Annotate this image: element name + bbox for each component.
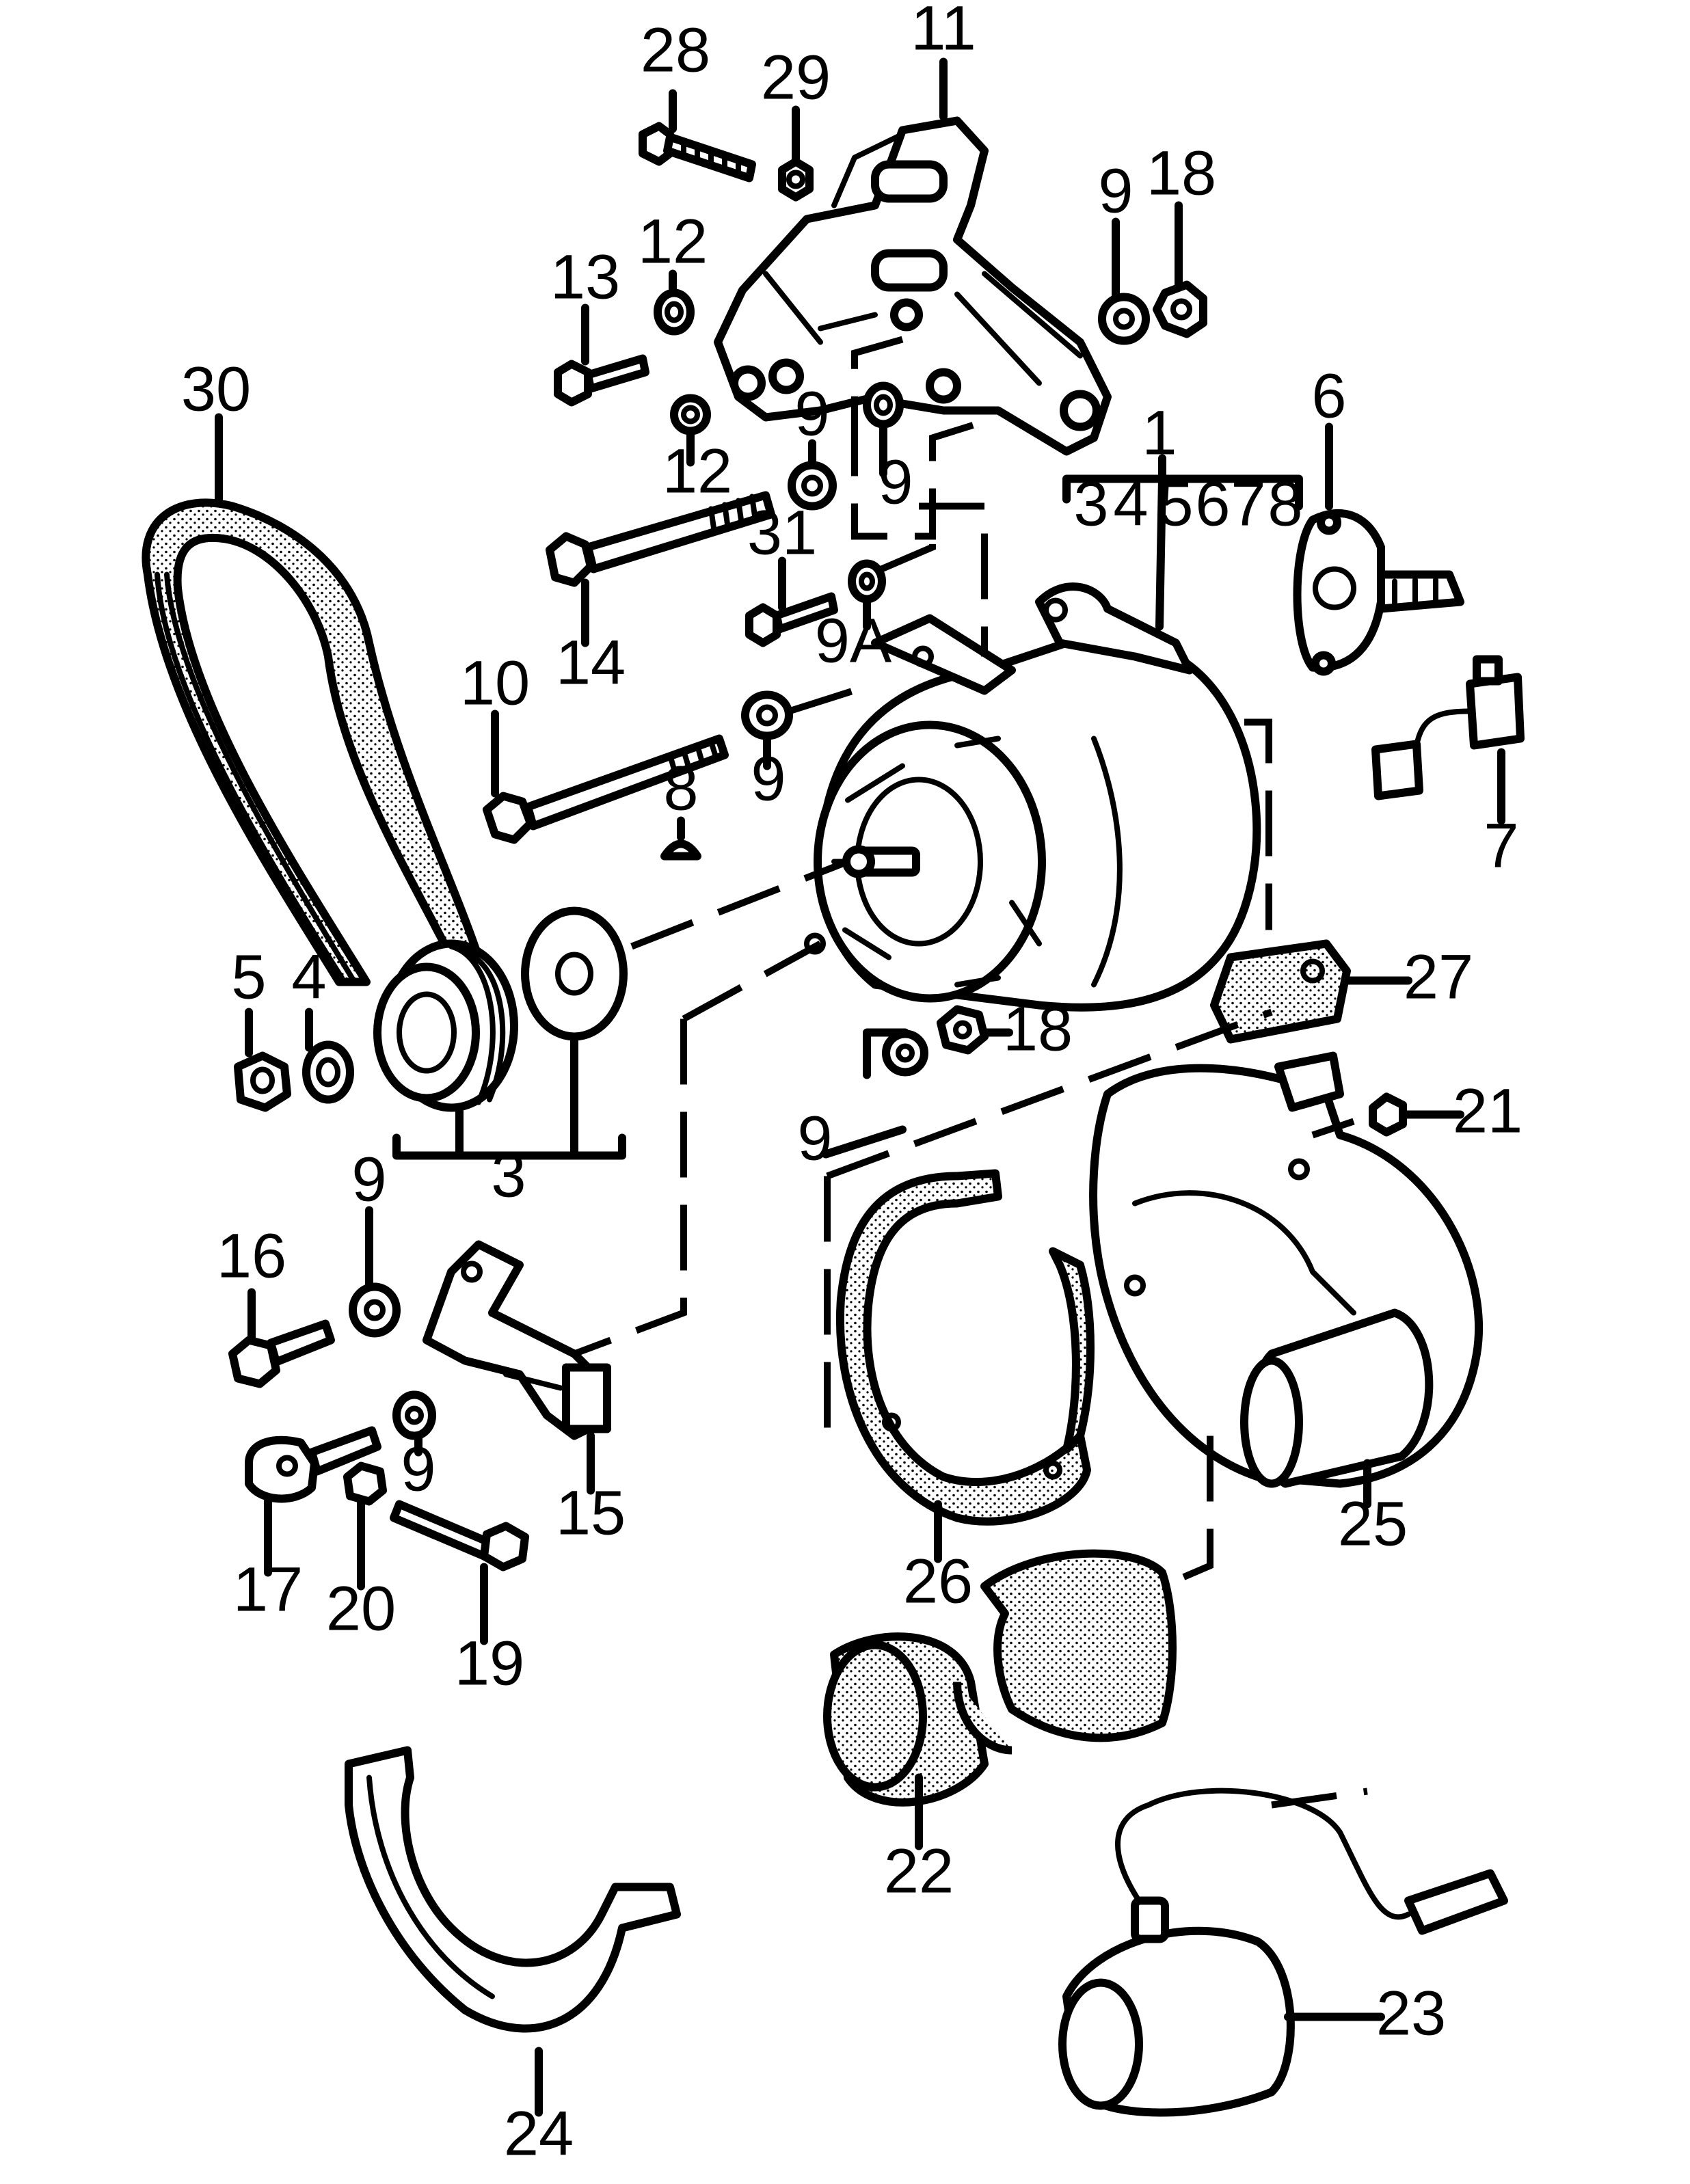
callout-9-top: 9 xyxy=(1098,157,1133,226)
pulley-3-part xyxy=(373,939,518,1112)
callout-27: 27 xyxy=(1404,943,1473,1012)
washer-9-mid-part xyxy=(741,690,793,740)
callout-14: 14 xyxy=(556,628,626,698)
callout-16: 16 xyxy=(217,1222,286,1291)
callout-12-bottom: 12 xyxy=(662,437,732,507)
callout-9-g: 9 xyxy=(401,1435,435,1505)
washer-12-part xyxy=(654,288,904,511)
bolt-14-part xyxy=(546,491,775,587)
bolt-19-part xyxy=(390,1500,529,1572)
callout-17: 17 xyxy=(233,1555,303,1625)
bolt-31-part xyxy=(745,592,838,647)
callout-labels: 28 29 11 9 18 13 12 12 9 9 30 14 31 9A 1… xyxy=(181,0,1523,2169)
washer-4-part xyxy=(302,1040,354,1104)
leader-lines xyxy=(215,57,1505,2117)
callout-25: 25 xyxy=(1338,1489,1408,1559)
bolt-28-part xyxy=(639,122,756,183)
callout-30: 30 xyxy=(181,355,251,424)
woodruff-key-8-part xyxy=(660,839,701,861)
callout-sub-3: 3 xyxy=(1073,470,1108,539)
callout-sub-8: 8 xyxy=(1268,470,1302,539)
clamp-24-part xyxy=(345,1746,681,2033)
washer-9A-part xyxy=(848,559,886,604)
callout-12-top: 12 xyxy=(638,207,708,277)
nut-5-part xyxy=(234,1051,291,1112)
callout-9-f: 9 xyxy=(351,1145,386,1215)
nut-21-part xyxy=(1369,1092,1407,1137)
callout-15: 15 xyxy=(556,1479,626,1548)
bolt-16-part xyxy=(228,1319,335,1388)
capacitor-7-part xyxy=(1371,655,1525,800)
nut-20-part xyxy=(343,1461,387,1506)
callout-3: 3 xyxy=(491,1141,526,1211)
callout-6: 6 xyxy=(1311,362,1346,431)
callout-29: 29 xyxy=(761,43,831,113)
washer-9-bracket-part xyxy=(349,1282,436,1440)
callout-26: 26 xyxy=(903,1547,973,1617)
callout-10: 10 xyxy=(460,649,530,718)
grommet-27-part xyxy=(1210,939,1351,1044)
callout-19: 19 xyxy=(455,1629,524,1699)
mounting-bracket-part xyxy=(714,116,1112,456)
callout-18-mid: 18 xyxy=(1003,995,1073,1064)
callout-sub-7: 7 xyxy=(1231,470,1265,539)
callout-9-c: 9 xyxy=(878,448,913,517)
washer-9-top-part xyxy=(1098,293,1150,345)
callout-9-e: 9 xyxy=(797,1104,832,1174)
nut-29-part xyxy=(778,157,814,202)
dashed-assembly-lines xyxy=(573,336,1368,1809)
callout-sub-4: 4 xyxy=(1113,470,1148,539)
callout-18-top: 18 xyxy=(1146,139,1216,208)
washer-9-lower-part xyxy=(882,1029,928,1077)
callout-31: 31 xyxy=(747,498,817,568)
callout-20: 20 xyxy=(326,1574,396,1644)
callout-sub-5: 5 xyxy=(1158,470,1193,539)
callout-1: 1 xyxy=(1142,399,1177,468)
v-belt-30-part xyxy=(142,498,483,986)
callout-22: 22 xyxy=(884,1837,954,1906)
callout-sub-6: 6 xyxy=(1195,470,1230,539)
gasket-26-part xyxy=(836,1169,1095,1526)
callout-9A: 9A xyxy=(815,606,892,676)
bolt-13-part xyxy=(554,354,649,407)
alternator-1-part xyxy=(804,582,1261,1012)
regulator-6-part xyxy=(1293,509,1464,676)
callout-21: 21 xyxy=(1453,1077,1523,1146)
callout-7: 7 xyxy=(1484,811,1518,881)
callout-5: 5 xyxy=(231,943,266,1012)
pulley-half-part xyxy=(521,906,628,1041)
callout-11: 11 xyxy=(911,0,976,64)
callout-28: 28 xyxy=(641,16,710,85)
callout-9-d: 9 xyxy=(751,744,786,814)
nut-18-mid-part xyxy=(937,1005,989,1055)
bolt-17-part xyxy=(245,1426,381,1503)
callout-24: 24 xyxy=(504,2099,574,2169)
nut-18-top-part xyxy=(1153,280,1207,338)
callout-4: 4 xyxy=(291,943,326,1012)
callout-8: 8 xyxy=(663,754,698,824)
callout-13: 13 xyxy=(550,243,620,312)
bracket-15-part xyxy=(422,1240,611,1440)
callout-9-b: 9 xyxy=(794,379,829,449)
sensor-23-part xyxy=(1058,1788,1508,2117)
callout-23: 23 xyxy=(1376,1979,1446,2049)
air-shroud-25-part xyxy=(1089,1051,1484,1488)
hose-sleeve-22-part xyxy=(823,1549,1177,1807)
bolt-10-part xyxy=(483,734,729,844)
